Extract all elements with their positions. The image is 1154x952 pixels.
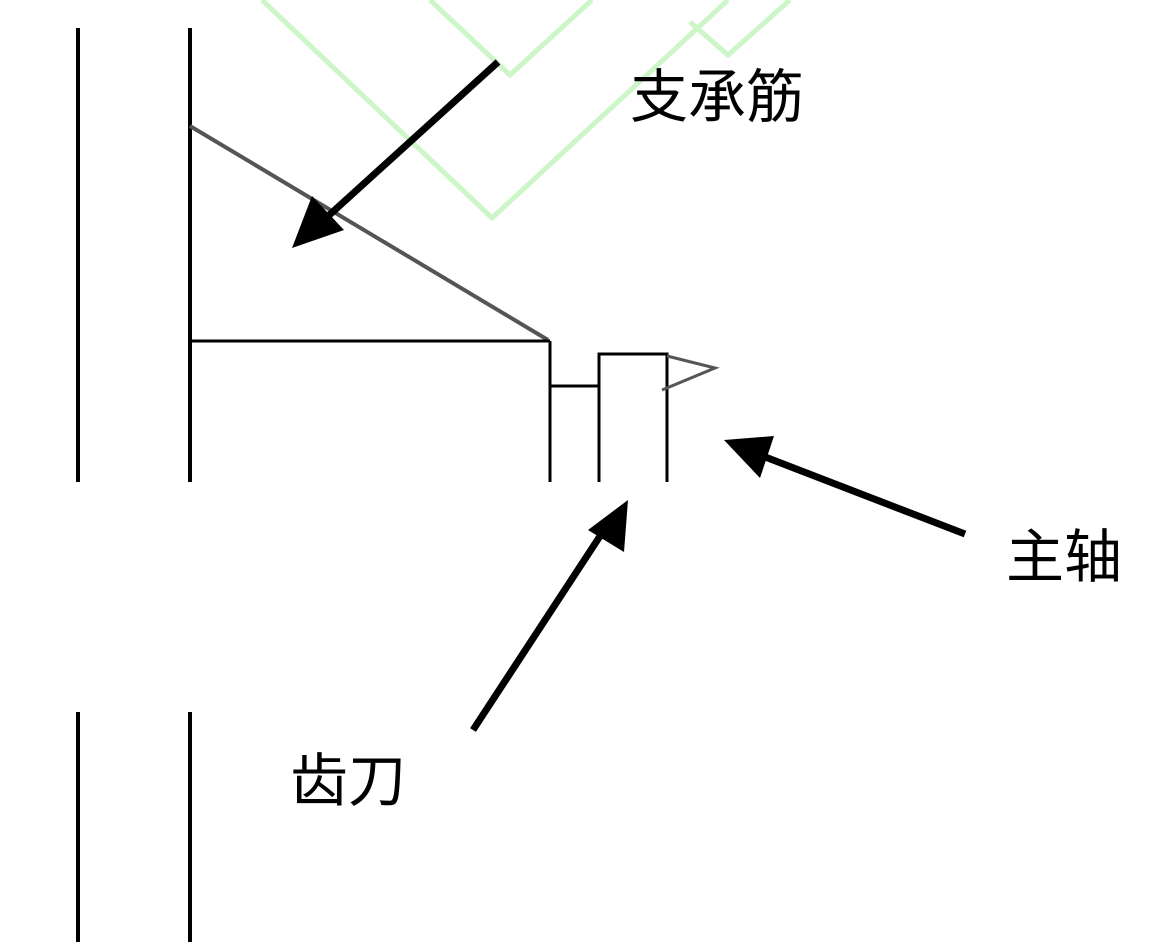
- arrow-cutter: [470, 500, 628, 732]
- green-zigzag-right: [688, 0, 792, 59]
- support-rib-diagonal: [188, 124, 550, 342]
- cutter-label: 齿刀: [290, 747, 407, 815]
- arrow-support-rib: [292, 59, 501, 248]
- cutter-tooth: [661, 354, 720, 392]
- spindle-label: 主轴: [1006, 523, 1123, 591]
- green-zigzag-outline: [260, 0, 730, 222]
- green-zigzag-inner: [428, 0, 594, 79]
- support-rib-label: 支承筋: [630, 63, 805, 131]
- arrow-spindle: [724, 436, 967, 538]
- cutter-body: [597, 352, 669, 482]
